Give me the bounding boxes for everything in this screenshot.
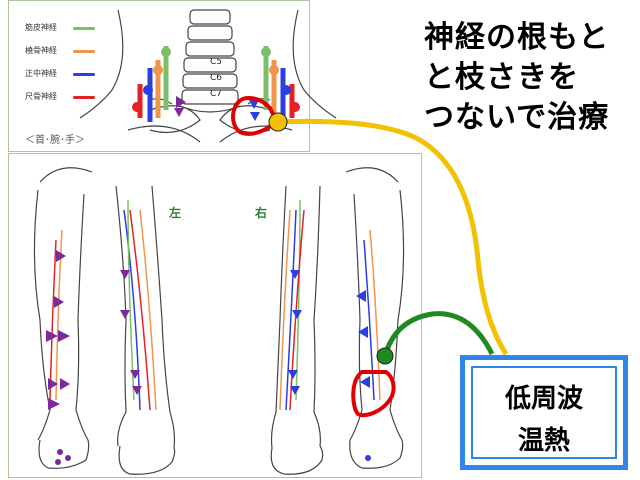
vertebra-c6-label: C6 [209,73,222,83]
therapy-box: 低周波 温熱 [460,355,628,470]
green-connector-node [376,347,394,365]
legend-musculocutaneous: 筋皮神経 [25,23,95,33]
figure-caption: ＜首･腕･手＞ [25,135,85,146]
headline-line-1: 神経の根もと [424,20,610,55]
green-connector [382,311,495,357]
stimulation-markers-arms [46,250,142,465]
legend-radial: 橈骨神経 [25,46,95,56]
headline-line-2: と枝さきを [424,60,579,95]
therapy-heat: 温熱 [517,426,570,456]
stimulation-markers-neck [174,96,260,121]
arm-nerve-lines [49,199,381,411]
yellow-connector-node [268,112,288,132]
right-side-label: 右 [255,206,268,220]
nerve-roots-right [261,46,300,122]
arms-panel: 左 右 [8,153,422,478]
left-side-label: 左 [169,206,182,220]
vertebra-c5-label: C5 [209,57,222,67]
nerve-roots-left [132,46,171,122]
legend-ulnar: 尺骨神経 [25,92,95,102]
vertebra-c7-label: C7 [209,89,222,99]
headline: 神経の根もと と枝さきを つないで治療 [424,18,638,138]
branch-highlight [351,370,396,418]
arm-outlines [33,167,405,475]
therapy-box-inner: 低周波 温熱 [471,366,617,459]
neck-root-highlight [231,95,279,136]
yellow-connector [277,118,509,356]
legend-median: 正中神経 [25,69,95,79]
headline-line-3: つないで治療 [424,100,610,135]
therapy-low-frequency: 低周波 [504,384,583,414]
stimulation-markers-arms-blue [288,270,371,461]
